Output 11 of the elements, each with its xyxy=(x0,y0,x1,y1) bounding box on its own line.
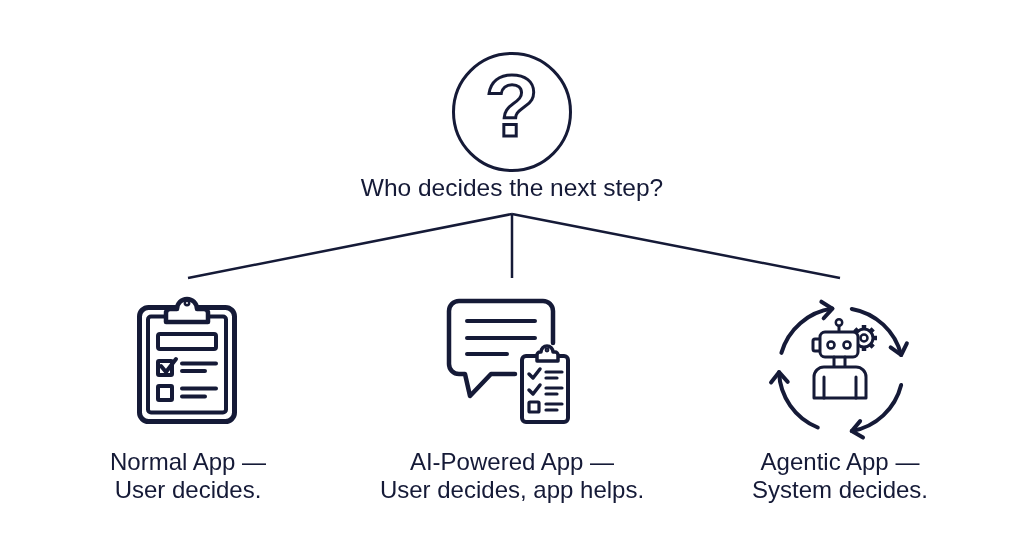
connector-line xyxy=(510,214,514,278)
caption-title: Normal App — xyxy=(109,448,267,476)
caption-title: Agentic App — xyxy=(760,448,920,476)
caption-text: System decides. xyxy=(751,476,929,504)
connector-line xyxy=(187,212,513,280)
caption-text: User decides. xyxy=(114,476,262,504)
connector-line xyxy=(511,212,841,280)
question-text: Who decides the next step? xyxy=(360,174,664,202)
question-circle: ? xyxy=(452,52,572,172)
caption-title: AI-Powered App — xyxy=(409,448,615,476)
caption-text: User decides, app helps. xyxy=(379,476,645,504)
